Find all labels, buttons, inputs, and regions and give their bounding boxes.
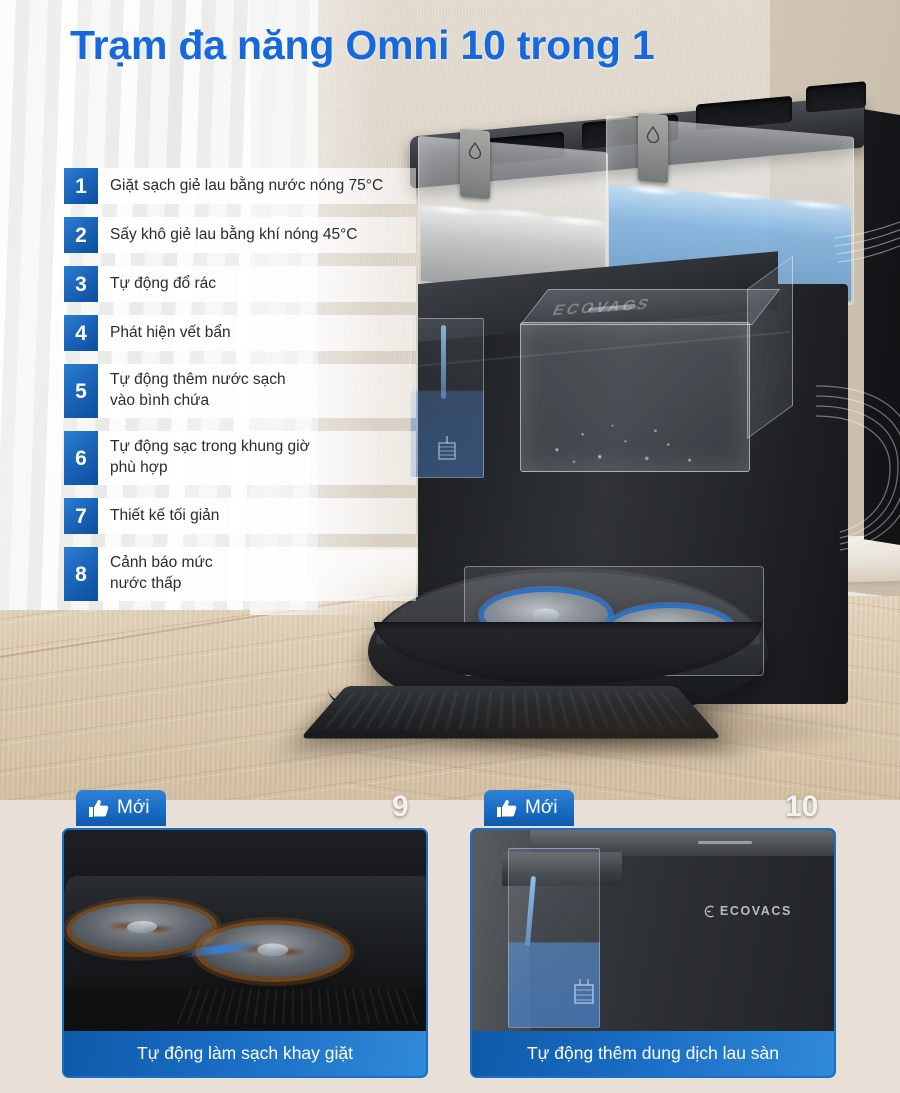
suction-hose xyxy=(815,385,900,551)
feature-number: 2 xyxy=(64,217,98,253)
solution-bottle-icon xyxy=(438,436,456,460)
feature-number: 8 xyxy=(64,547,98,601)
feature-label: Tự động sạc trong khung giờ phù hợp xyxy=(98,431,416,485)
card-caption-10: Tự động thêm dung dịch lau sàn xyxy=(472,1031,834,1076)
tray-ridges xyxy=(176,988,422,1024)
product-shadow xyxy=(390,700,860,760)
new-badge-card-10: Mới xyxy=(484,790,574,826)
clean-tank-handle[interactable] xyxy=(638,112,668,184)
feature-row: 8 Cảnh báo mức nước thấp xyxy=(64,547,416,601)
card-number-10: 10 xyxy=(785,790,819,823)
feature-row: 3 Tự động đổ rác xyxy=(64,266,416,302)
feature-row: 5 Tự động thêm nước sạch vào bình chứa xyxy=(64,364,416,418)
feature-number: 3 xyxy=(64,266,98,302)
dirty-tank-handle[interactable] xyxy=(460,128,490,200)
mop-hub xyxy=(533,608,559,622)
card-number-9: 9 xyxy=(392,790,409,823)
ecovacs-brand-logo: ECOVACS xyxy=(703,904,792,918)
feature-row: 7 Thiết kế tối giản xyxy=(64,498,416,534)
feature-list: 1 Giặt sạch giẻ lau bằng nước nóng 75°C … xyxy=(64,168,416,614)
solution-bottle-icon xyxy=(574,979,594,1004)
card-caption-9: Tự động làm sạch khay giặt xyxy=(64,1031,426,1076)
lid-slot xyxy=(806,81,866,113)
ecovacs-wordmark: ECOVACS xyxy=(719,904,792,918)
ecovacs-mark-icon xyxy=(704,905,714,917)
wash-tray-photo xyxy=(64,830,426,1035)
omni-station-product: ECOVACS xyxy=(300,81,900,788)
solution-reservoir xyxy=(508,848,600,1028)
water-drop-icon xyxy=(646,125,660,144)
dirty-mop-pad-left xyxy=(65,903,214,953)
solution-dispense-photo: ECOVACS xyxy=(472,830,834,1035)
feature-number: 4 xyxy=(64,315,98,351)
new-badge-card-9: Mới xyxy=(76,790,166,826)
debris-particles xyxy=(527,381,742,467)
robot-vacuum xyxy=(300,566,768,739)
feature-card-9[interactable]: Tự động làm sạch khay giặt xyxy=(62,828,428,1078)
feature-label: Thiết kế tối giản xyxy=(98,498,416,534)
feature-row: 2 Sấy khô giẻ lau bằng khí nóng 45°C xyxy=(64,217,416,253)
feature-label: Giặt sạch giẻ lau bằng nước nóng 75°C xyxy=(98,168,416,204)
bottom-cards: Mới 9 Mới 10 Tự động làm sạch khay giặt xyxy=(0,790,900,1093)
solution-tube xyxy=(441,325,446,399)
feature-number: 5 xyxy=(64,364,98,418)
feature-label: Tự động đổ rác xyxy=(98,266,416,302)
cleaning-solution-tank xyxy=(410,318,484,478)
water-drop-icon xyxy=(468,141,482,160)
feature-label: Phát hiện vết bẩn xyxy=(98,315,416,351)
water-surface-wave xyxy=(421,200,605,229)
feature-row: 1 Giặt sạch giẻ lau bằng nước nóng 75°C xyxy=(64,168,416,204)
feature-label: Sấy khô giẻ lau bằng khí nóng 45°C xyxy=(98,217,416,253)
feature-number: 7 xyxy=(64,498,98,534)
feature-number: 1 xyxy=(64,168,98,204)
tray-plate xyxy=(64,876,426,988)
feature-number: 6 xyxy=(64,431,98,485)
page-title: Trạm đa năng Omni 10 trong 1 xyxy=(70,22,655,68)
airflow-lines xyxy=(834,221,900,263)
new-badge-label: Mới xyxy=(525,797,558,818)
thumbs-up-icon xyxy=(89,799,109,817)
thumbs-up-icon xyxy=(497,799,517,817)
feature-card-10[interactable]: ECOVACS Tự động thêm dung dịch lau sàn xyxy=(470,828,836,1078)
water-surface-wave xyxy=(609,179,851,213)
feature-row: 4 Phát hiện vết bẩn xyxy=(64,315,416,351)
dispenser-notch xyxy=(698,841,752,844)
new-badge-label: Mới xyxy=(117,797,150,818)
feature-row: 6 Tự động sạc trong khung giờ phù hợp xyxy=(64,431,416,485)
dust-chamber-cutaway: ECOVACS xyxy=(520,255,793,472)
feature-label: Tự động thêm nước sạch vào bình chứa xyxy=(98,364,416,418)
feature-label: Cảnh báo mức nước thấp xyxy=(98,547,416,601)
